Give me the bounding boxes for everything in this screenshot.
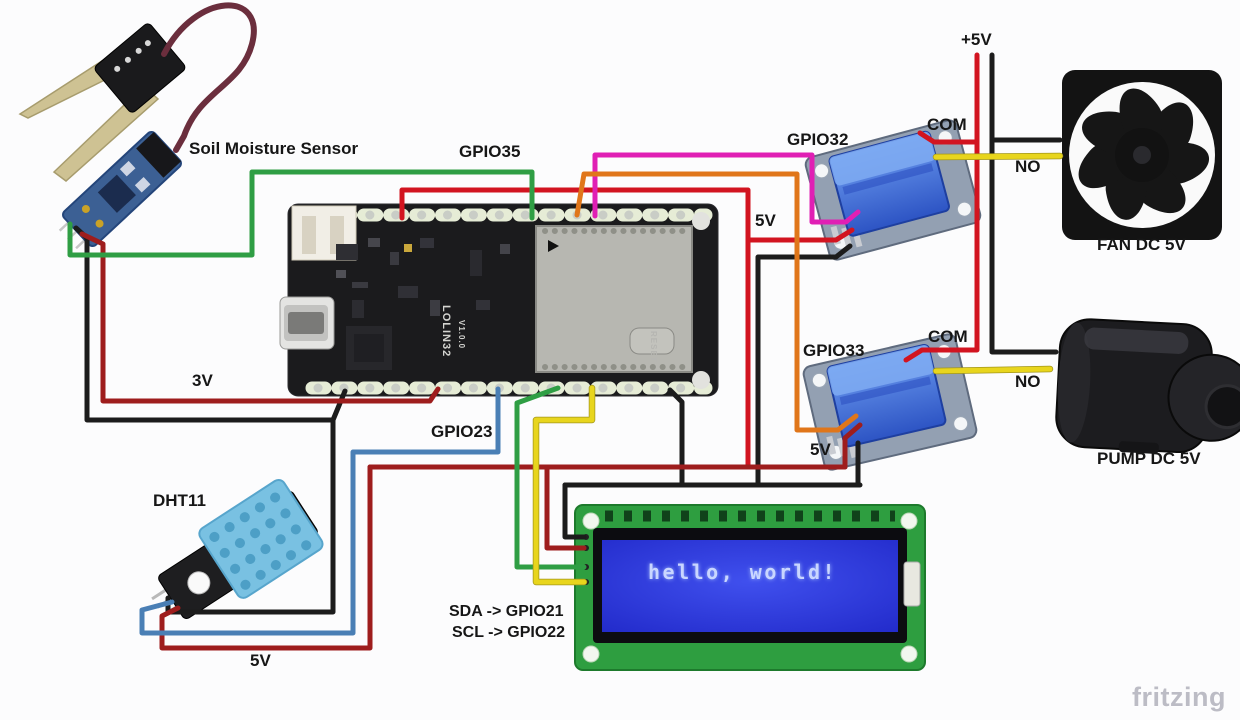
gpio33-label: GPIO33	[803, 341, 865, 360]
fan-label: FAN DC 5V	[1097, 235, 1186, 254]
wire-3v-soil	[79, 231, 441, 404]
fritzing-watermark: fritzing	[1132, 682, 1226, 712]
pump	[1055, 318, 1240, 454]
soil-sensor-label: Soil Moisture Sensor	[189, 139, 359, 158]
scl-label: SCL -> GPIO22	[452, 624, 566, 641]
relay1-com-label: COM	[927, 115, 967, 134]
wire-5v-lcd	[544, 464, 587, 551]
wire-sda-green	[514, 385, 587, 570]
wire-plus5v-red	[903, 52, 980, 363]
wire-gnd-lcd	[562, 482, 587, 540]
wire-gpio32-magenta	[592, 152, 861, 225]
lcd-i2c-connector	[903, 561, 921, 607]
board-5v-label: 5V	[755, 211, 776, 230]
reset-button	[629, 327, 675, 355]
lcd-16x2	[574, 504, 926, 671]
pump-label: PUMP DC 5V	[1097, 449, 1201, 468]
wire-gpio23-blue	[139, 386, 501, 636]
relay2-no-label: NO	[1015, 372, 1041, 391]
3v-label: 3V	[192, 371, 213, 390]
lcd-screen-text: hello, world!	[648, 560, 838, 584]
wire-5v-relay2	[842, 422, 863, 470]
fan	[1062, 70, 1222, 240]
sda-label: SDA -> GPIO21	[449, 603, 564, 620]
gpio23-label: GPIO23	[431, 422, 493, 441]
relay2-5v-label: 5V	[810, 440, 831, 459]
soil-moisture-module	[58, 130, 182, 250]
wire-no2-yellow	[933, 366, 1053, 374]
wire-gnd-main	[667, 387, 685, 488]
board-version-text: V1.0.0	[457, 320, 466, 350]
dht11-sensor	[151, 478, 324, 619]
relay2-com-label: COM	[928, 327, 968, 346]
gpio32-label: GPIO32	[787, 130, 849, 149]
soil-moisture-probes	[18, 23, 186, 182]
wire-5v-main	[399, 187, 751, 470]
soil-probe-cable	[161, 2, 257, 153]
wire-5v-relay1	[745, 227, 855, 243]
wires	[67, 52, 1064, 651]
gpio35-label: GPIO35	[459, 142, 521, 161]
wire-plus5v-black	[989, 52, 1059, 355]
wire-5v-dht	[159, 464, 373, 651]
board-name-text: LOLIN32	[440, 305, 452, 358]
wire-scl-yellow	[533, 385, 595, 585]
relay1-no-label: NO	[1015, 157, 1041, 176]
wire-com1-red	[917, 130, 980, 145]
wire-no1-yellow	[933, 153, 1063, 160]
plus5v-label: +5V	[961, 30, 992, 49]
wire-gpio33-orange	[574, 171, 859, 433]
esp32-lolin32-board	[279, 203, 719, 397]
dht-5v-label: 5V	[250, 651, 271, 670]
wire-gpio35-green	[67, 169, 535, 258]
reset-label: RESET	[649, 331, 658, 363]
dht11-label: DHT11	[153, 491, 206, 510]
